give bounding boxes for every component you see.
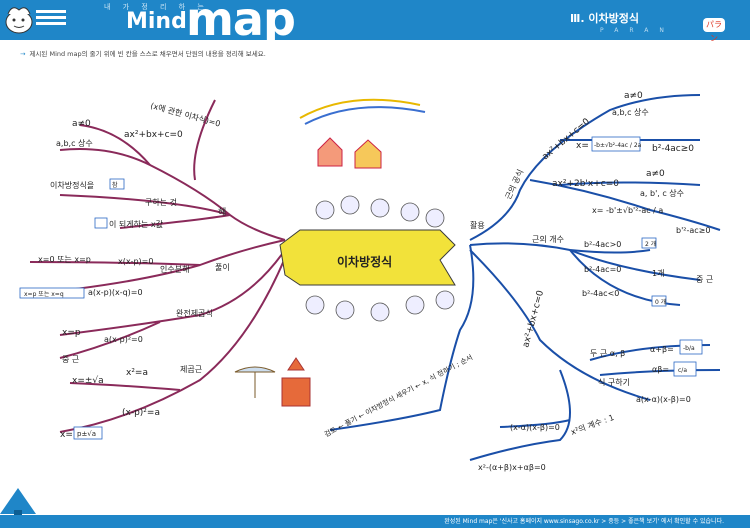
expanded-form: x²-(α+β)x+αβ=0 xyxy=(478,463,546,472)
cond-3: b²-4ac<0 xyxy=(582,289,619,298)
factored-form: a(x-α)(x-β)=0 xyxy=(636,395,691,404)
sum-box[interactable] xyxy=(679,339,703,355)
factor-label: 인수분해 xyxy=(160,264,189,274)
paran-logo: パラン xyxy=(703,18,725,43)
a-not-zero-left: a≠0 xyxy=(72,119,91,129)
disc-2: b'²-ac≥0 xyxy=(676,226,710,235)
arrow-icon: → xyxy=(20,50,26,58)
count-label: 근의 개수 xyxy=(532,234,564,244)
footer-bar: 완성된 Mind map은 '신사고 홈페이지 www.sinsago.co.k… xyxy=(0,515,750,528)
perfect-square-label: 완전제곱식 xyxy=(176,308,213,318)
x-eq-p: x=p xyxy=(62,328,81,338)
x0-or-xp: x=0 또는 x=p xyxy=(38,255,91,264)
sol-label: 해 xyxy=(218,207,226,218)
x-xp: x(x-p)=0 xyxy=(118,257,153,266)
prod-box[interactable] xyxy=(673,361,697,377)
make-eq-label: 식 구하기 xyxy=(598,377,630,387)
a-xp-sq: a(x-p)²=0 xyxy=(104,335,143,344)
chef-icon xyxy=(305,195,455,322)
xp2-eq-a: (x-p)²=a xyxy=(122,408,160,418)
header-mind: Mind xyxy=(126,9,187,34)
header-map: map xyxy=(186,0,296,46)
root-end: 이 되게하는 x값 xyxy=(109,219,164,229)
eq3: ax²+bx+c=0 xyxy=(521,289,546,349)
x-eq-r1: x= xyxy=(576,141,589,151)
double-root-left: 중 근 xyxy=(62,355,79,364)
branch-quadratic-expr: (x에 관한 이차식)=0 xyxy=(149,100,221,128)
two-roots: 두 근 α, β xyxy=(590,349,625,358)
instruction-label: 제시된 Mind map의 줄기 위에 빈 칸을 스스로 채우면서 단원의 내용… xyxy=(29,50,266,58)
instruction-text: →제시된 Mind map의 줄기 위에 빈 칸을 스스로 채우면서 단원의 내… xyxy=(20,48,266,58)
answer-box-pq-text: x=p 또는 x=q xyxy=(24,291,64,298)
sum-box-text: -b/a xyxy=(683,345,695,352)
root-mid: 구하는 것 xyxy=(145,197,177,207)
tree-decor-icon xyxy=(234,366,276,398)
blank-box-1[interactable] xyxy=(109,178,125,190)
header-subtitle: 내 가 정 리 하 는 xyxy=(104,3,209,11)
disc-1: b²-4ac≥0 xyxy=(652,144,694,154)
solve-label: 풀이 xyxy=(215,262,230,272)
general-form-left: ax²+bx+c=0 xyxy=(124,130,183,140)
count-2: 1개 xyxy=(652,268,664,278)
count-box-1-text: 2 개 xyxy=(645,240,656,248)
x-pm-sqrt-a: x=±√a xyxy=(72,375,104,386)
center-title: 이차방정식 xyxy=(337,254,392,269)
prod-box-text: c/a xyxy=(678,367,687,374)
castle-icon xyxy=(281,357,311,407)
sqrt-label: 제곱근 xyxy=(180,365,202,374)
prod-label: αβ= xyxy=(652,365,669,374)
left-branches xyxy=(19,99,286,433)
process-order: 검토 ← 풀기 ← 이차방정식 세우기 ← x, 식 정하기 ; 순서 xyxy=(323,353,474,439)
footer-text: 완성된 Mind map은 '신사고 홈페이지 www.sinsago.co.k… xyxy=(444,518,724,525)
answer-box-pq[interactable] xyxy=(19,287,85,299)
cond-2: b²-4ac=0 xyxy=(584,265,621,274)
coef-1-label: x²의 계수 : 1 xyxy=(569,412,615,437)
unit-title: Ⅲ. 이차방정식 xyxy=(570,12,640,25)
eq2: ax²+2b'x+c=0 xyxy=(552,179,619,189)
tree-icon xyxy=(0,488,36,516)
answer-box-x-text: p±√a xyxy=(77,430,96,438)
double-root-right: 중 근 xyxy=(696,275,713,284)
formula-box-1-text: -b±√b²-4ac / 2a xyxy=(594,142,642,149)
cond-1: b²-4ac>0 xyxy=(584,240,621,249)
abc-const-left: a,b,c 상수 xyxy=(56,138,93,148)
sun-icon xyxy=(299,98,426,125)
x-eq-left: x= xyxy=(60,430,73,440)
x2-eq-a: x²=a xyxy=(126,368,148,378)
menu-stripes-icon xyxy=(36,10,66,13)
paran-label: PARAN xyxy=(600,27,675,34)
count-box-1[interactable] xyxy=(641,237,657,249)
mascot-icon xyxy=(5,7,33,34)
blank-box-1-text: 참 xyxy=(112,181,118,189)
x-alpha-beta: (x-α)(x-β)=0 xyxy=(510,423,560,432)
root-label: 이차방정식을 xyxy=(50,180,94,190)
usage-label: 활용 xyxy=(470,220,485,230)
abc-const-r2: a, b', c 상수 xyxy=(640,188,684,198)
abc-const-r1: a,b,c 상수 xyxy=(612,107,649,117)
a-xp-xq: a(x-p)(x-q)=0 xyxy=(88,288,143,297)
count-box-3-text: 0 개 xyxy=(655,298,666,306)
a-ne-0-r2: a≠0 xyxy=(646,169,665,179)
formula-2: x= -b'±√b'²-ac / a xyxy=(592,206,663,215)
a-ne-0-r1: a≠0 xyxy=(624,91,643,101)
sum-label: α+β= xyxy=(650,345,674,354)
center-illustration: 이차방정식 xyxy=(279,195,456,322)
formula-box-1[interactable] xyxy=(591,136,641,152)
house-icon xyxy=(317,137,382,169)
formula-label: 근의 공식 xyxy=(503,168,526,201)
count-box-3[interactable] xyxy=(651,295,667,307)
blank-box-2[interactable] xyxy=(94,217,108,229)
header-bar: 내 가 정 리 하 는 Mind map Ⅲ. 이차방정식 PARAN パラン xyxy=(0,0,750,46)
answer-box-x[interactable] xyxy=(73,426,103,440)
